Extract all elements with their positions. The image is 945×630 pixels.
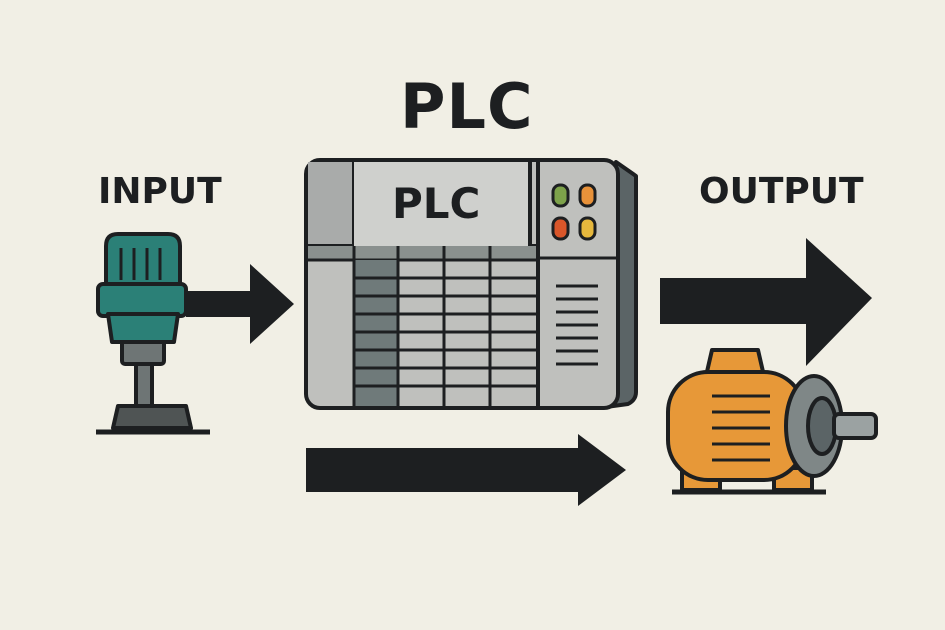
input-arrow-icon — [186, 264, 294, 344]
output-label: OUTPUT — [699, 171, 864, 212]
sensor-icon — [96, 232, 210, 435]
plc-controller-icon — [304, 158, 638, 410]
input-label: INPUT — [98, 171, 222, 212]
output-arrow-icon — [660, 238, 872, 366]
bottom-arrow-icon — [306, 434, 626, 506]
electric-motor-icon — [666, 348, 878, 495]
plc-screen-label: PLC — [392, 179, 481, 228]
page-title: PLC — [400, 70, 534, 143]
